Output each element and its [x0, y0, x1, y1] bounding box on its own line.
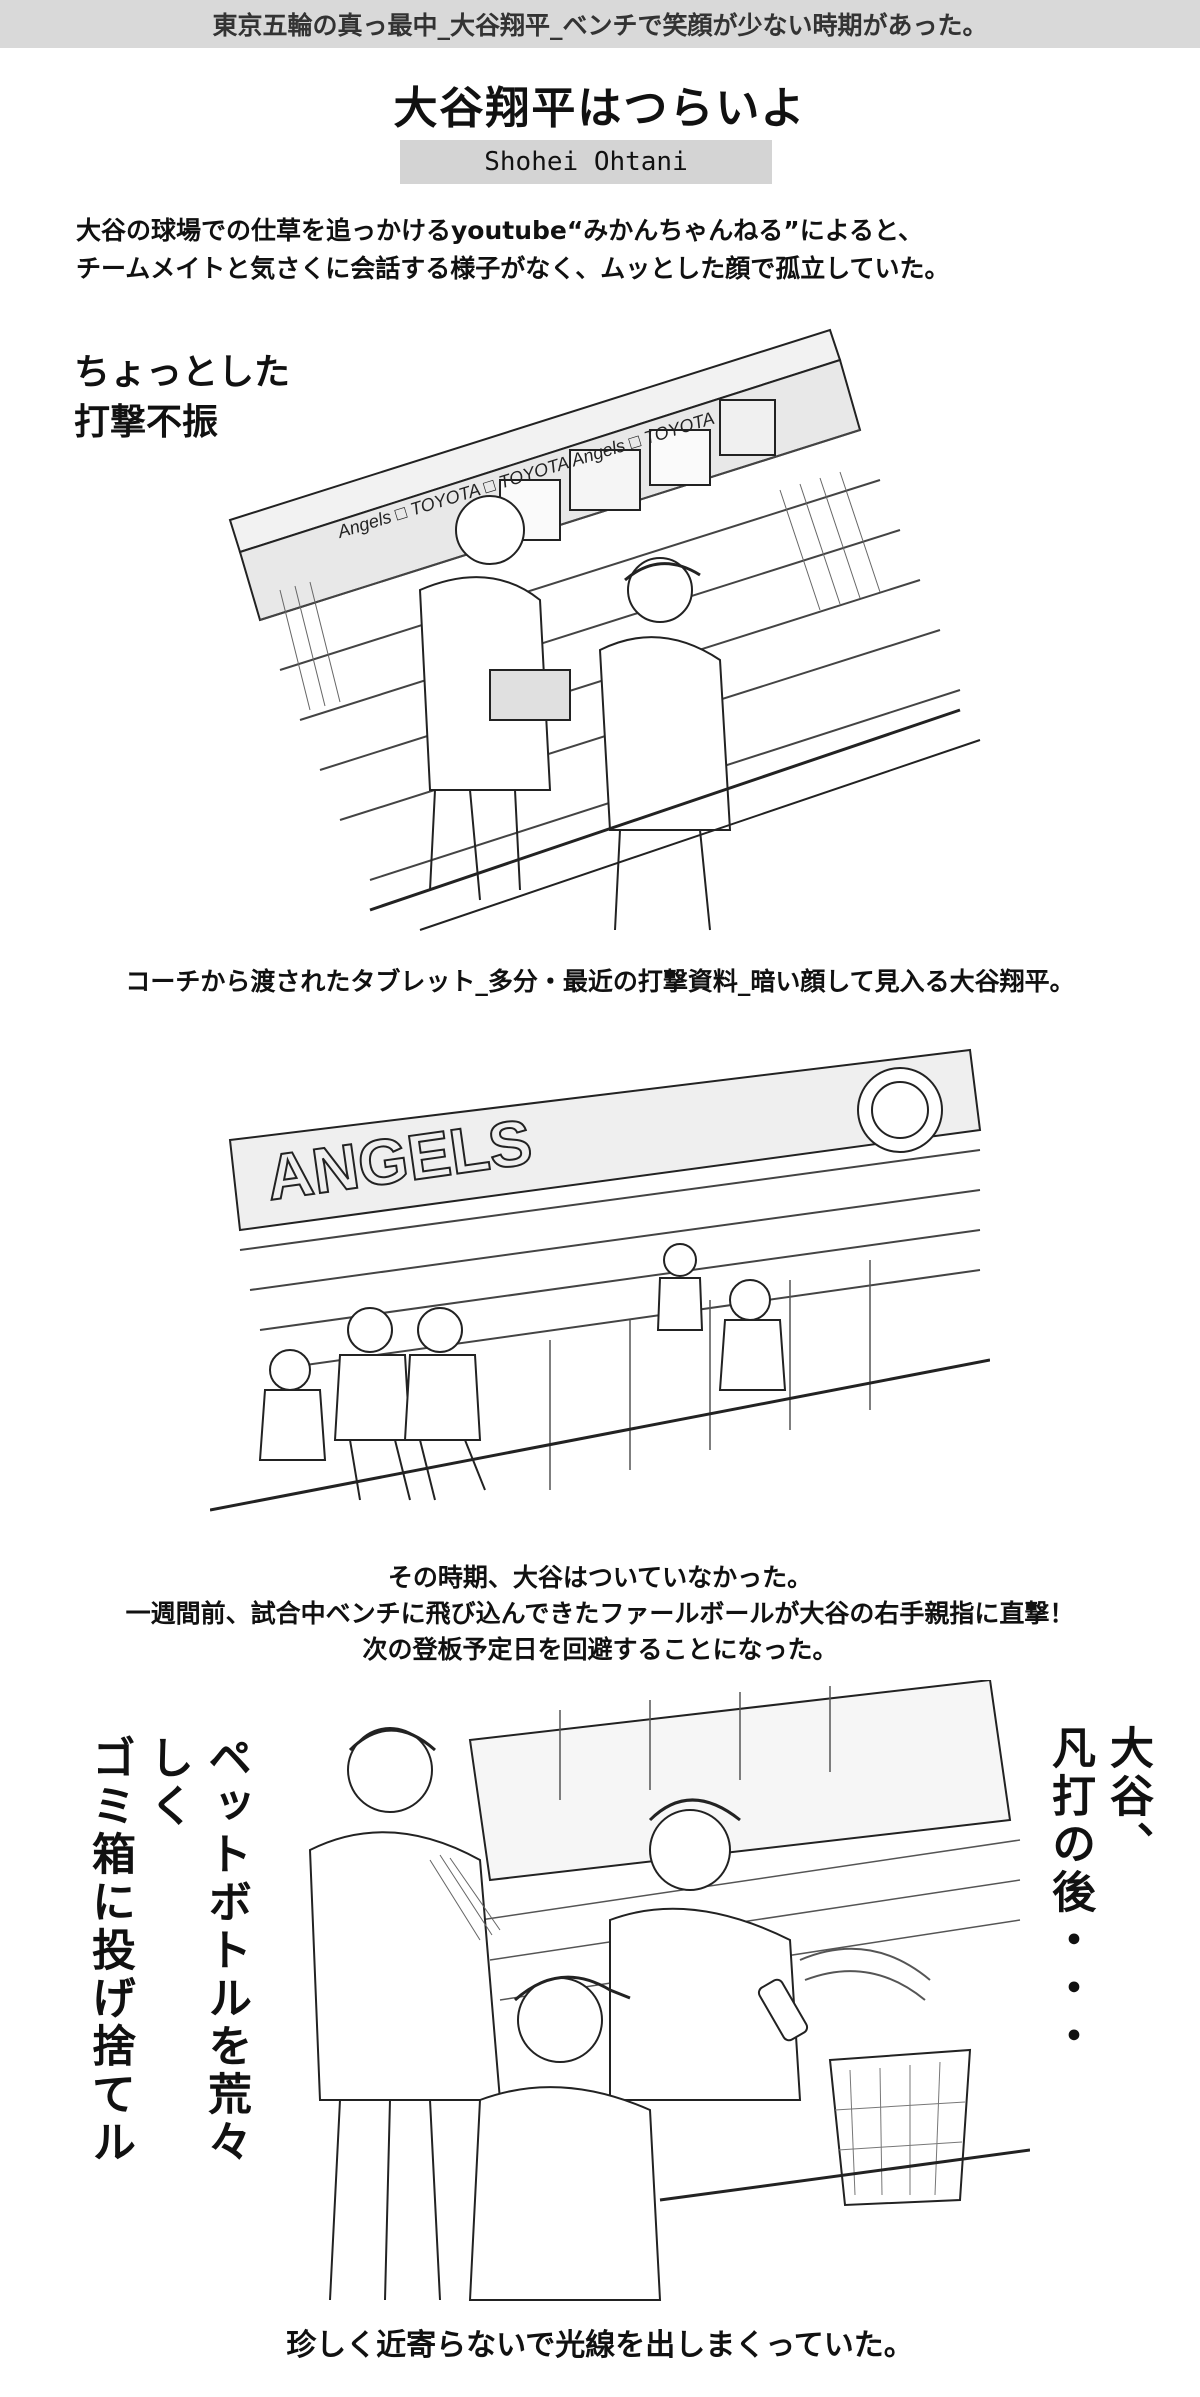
- panel2-illustration: ANGELS: [210, 1030, 990, 1550]
- page-subtitle: Shohei Ohtani: [400, 140, 772, 184]
- vertical-line: 大谷、: [1102, 1725, 1153, 1869]
- panel1-side-text: ちょっとした 打撃不振: [74, 348, 290, 448]
- panel2-caption: その時期、大谷はついていなかった。 一週間前、試合中ベンチに飛び込んできたファー…: [0, 1560, 1200, 1668]
- top-banner: 東京五輪の真っ最中_大谷翔平_ベンチで笑顔が少ない時期があった。: [0, 0, 1200, 48]
- vertical-line: 凡打の後・・・: [1044, 1725, 1095, 2061]
- dugout-sketch-3: [308, 1680, 1030, 2301]
- vertical-line: ペットボトルを荒々しく: [142, 1735, 251, 2167]
- panel3-illustration: [230, 1680, 1030, 2310]
- top-banner-text: 東京五輪の真っ最中_大谷翔平_ベンチで笑顔が少ない時期があった。: [212, 11, 988, 40]
- caption-line: 一週間前、試合中ベンチに飛び込んできたファールボールが大谷の右手親指に直撃！: [125, 1599, 1075, 1628]
- dugout-sketch-1: Angels □ TOYOTA □ TOYOTA Angels □ TOYOTA: [228, 328, 981, 931]
- side-text-line: 打撃不振: [74, 402, 219, 443]
- panel3-right-vertical-text: 大谷、 凡打の後・・・: [1040, 1725, 1156, 2185]
- panel3-left-vertical-text: ペットボトルを荒々しく ゴミ箱に投げ捨てル: [80, 1735, 254, 2195]
- page-title: 大谷翔平はつらいよ: [393, 83, 807, 134]
- vertical-line: ゴミ箱に投げ捨てル: [84, 1735, 135, 2167]
- intro-line: 大谷の球場での仕草を追っかけるyoutube“みかんちゃんねる”によると、: [76, 216, 923, 245]
- dugout-sketch-2: ANGELS: [210, 1048, 990, 1512]
- caption-line: その時期、大谷はついていなかった。: [387, 1563, 813, 1592]
- panel1-caption: コーチから渡されたタブレット_多分・最近の打撃資料_暗い顔して見入る大谷翔平。: [125, 967, 1075, 996]
- side-text-line: ちょっとした: [74, 352, 291, 393]
- intro-line: チームメイトと気さくに会話する様子がなく、ムッとした顔で孤立していた。: [76, 254, 950, 283]
- caption-line: 次の登板予定日を回避することになった。: [362, 1635, 838, 1664]
- intro-text: 大谷の球場での仕草を追っかけるyoutube“みかんちゃんねる”によると、 チー…: [76, 212, 1156, 288]
- panel3-caption: 珍しく近寄らないで光線を出しまくっていた。: [286, 2328, 914, 2363]
- panel1-illustration: Angels □ TOYOTA □ TOYOTA Angels □ TOYOTA: [220, 290, 990, 950]
